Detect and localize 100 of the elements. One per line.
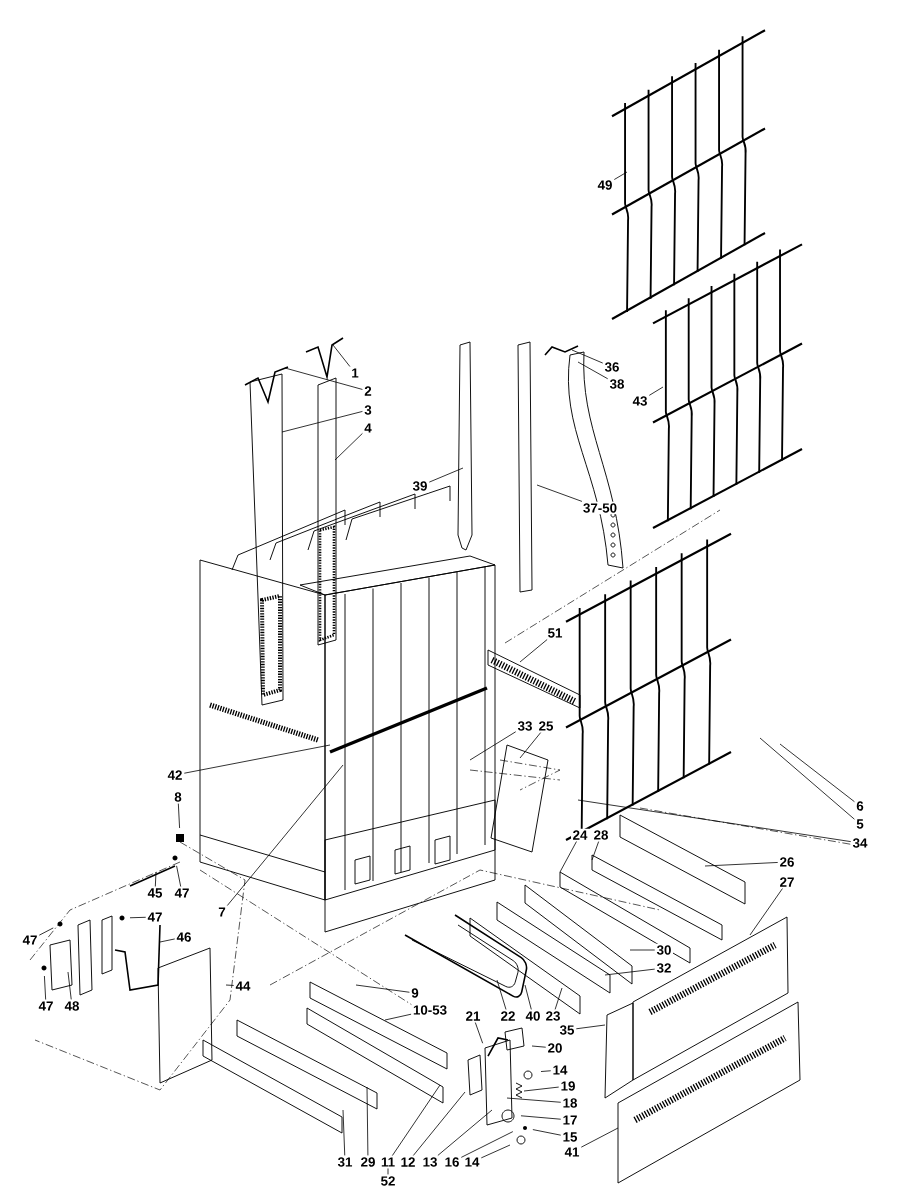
leader-line: [44, 975, 47, 1000]
leader-line: [412, 1091, 466, 1156]
callout-number: 32: [655, 961, 673, 975]
callout-number: 11: [379, 1155, 397, 1169]
leader-line: [591, 841, 600, 861]
callout-number: 52: [381, 1176, 395, 1186]
callout-number: 19: [559, 1079, 577, 1093]
leader-line: [629, 949, 656, 951]
leader-line: [159, 938, 176, 943]
callout-number: 31: [336, 1155, 354, 1169]
leader-line: [183, 744, 331, 774]
callout-number: 3: [362, 403, 374, 417]
leader-line: [460, 1131, 514, 1158]
callout-number: 36: [603, 360, 621, 374]
leader-line: [554, 987, 563, 1010]
leader-line: [536, 484, 583, 502]
leader-line: [366, 1086, 369, 1156]
leader-line: [575, 1024, 606, 1030]
leader-line: [384, 1013, 412, 1021]
callout-number: 37-50: [581, 501, 619, 515]
leader-line: [474, 1022, 484, 1044]
leader-line: [531, 1045, 547, 1048]
callout-number: 47: [21, 933, 39, 947]
leader-line: [355, 984, 410, 993]
leader-line: [225, 984, 235, 986]
callout-number: 40: [524, 1009, 542, 1023]
leader-line: [540, 1070, 552, 1072]
callout-number: 22: [499, 1009, 517, 1023]
callout-number: 51: [546, 626, 564, 640]
callout-number: 41: [563, 1145, 581, 1159]
callout-number: 27: [778, 875, 796, 889]
callout-number: 6: [854, 799, 866, 813]
leader-line: [704, 862, 779, 867]
leader-line: [506, 1097, 562, 1103]
callout-number: 42: [166, 768, 184, 782]
callout-number: 7: [216, 905, 228, 919]
callout-number: 21: [464, 1009, 482, 1023]
callout-number: 4: [362, 421, 374, 435]
callout-number: 44: [234, 979, 252, 993]
callout-number: 20: [546, 1041, 564, 1055]
leader-line: [604, 968, 656, 976]
leader-line: [577, 799, 852, 842]
callout-number: 1: [349, 366, 361, 380]
leader-line: [177, 803, 180, 829]
leader-line: [532, 1129, 562, 1136]
callout-number: 39: [411, 479, 429, 493]
leader-line: [176, 865, 182, 887]
leader-line: [129, 916, 147, 919]
callout-number: 2: [362, 384, 374, 398]
callout-number: 47: [173, 886, 191, 900]
callout-number: 14: [551, 1063, 569, 1077]
callout-number: 34: [851, 836, 870, 850]
callout-number: 30: [655, 943, 673, 957]
leader-line: [334, 433, 363, 461]
callout-number: 23: [544, 1009, 562, 1023]
callout-number: 5: [854, 817, 866, 831]
leader-line: [332, 344, 351, 367]
callout-number: 12: [399, 1155, 417, 1169]
leader-line: [284, 367, 363, 390]
leader-line: [480, 1144, 511, 1159]
leader-line: [154, 871, 157, 887]
callout-number: 47: [146, 910, 164, 924]
leader-line: [523, 1086, 560, 1092]
leader-line: [38, 927, 54, 936]
leader-line: [571, 349, 604, 364]
callout-number: 26: [778, 855, 796, 869]
callout-number: 13: [421, 1155, 439, 1169]
leader-line: [648, 386, 664, 396]
callout-number: 49: [596, 178, 614, 192]
callout-number: 15: [561, 1130, 579, 1144]
leader-line: [519, 732, 542, 759]
leader-line: [759, 737, 855, 820]
callout-number: 10-53: [411, 1003, 449, 1017]
leader-line: [524, 984, 532, 1010]
leader-line: [428, 467, 464, 483]
leader-line: [469, 731, 517, 761]
callout-number: 8: [172, 790, 184, 804]
callout-number: 9: [409, 986, 421, 1000]
callout-number: 47: [37, 999, 55, 1013]
callout-number: 43: [631, 394, 649, 408]
leader-line: [496, 979, 507, 1010]
callout-number: 24: [571, 828, 589, 842]
callout-number: 17: [561, 1113, 579, 1127]
leader-line: [749, 888, 783, 936]
leader-line: [281, 411, 363, 433]
callout-number: 14: [463, 1155, 481, 1169]
callout-number: 46: [175, 930, 193, 944]
callout-number: 35: [558, 1023, 576, 1037]
leader-line: [577, 361, 609, 380]
callout-number: 33: [516, 719, 534, 733]
leader-line: [437, 1109, 493, 1156]
callout-number: 45: [146, 886, 164, 900]
leader-line: [519, 639, 548, 663]
callout-number: 25: [537, 719, 555, 733]
leader-line: [520, 1115, 562, 1120]
callout-number: 28: [592, 828, 610, 842]
callout-number: 38: [608, 377, 626, 391]
callout-number: 18: [561, 1096, 579, 1110]
leader-line: [559, 841, 577, 873]
leader-line: [779, 743, 855, 803]
